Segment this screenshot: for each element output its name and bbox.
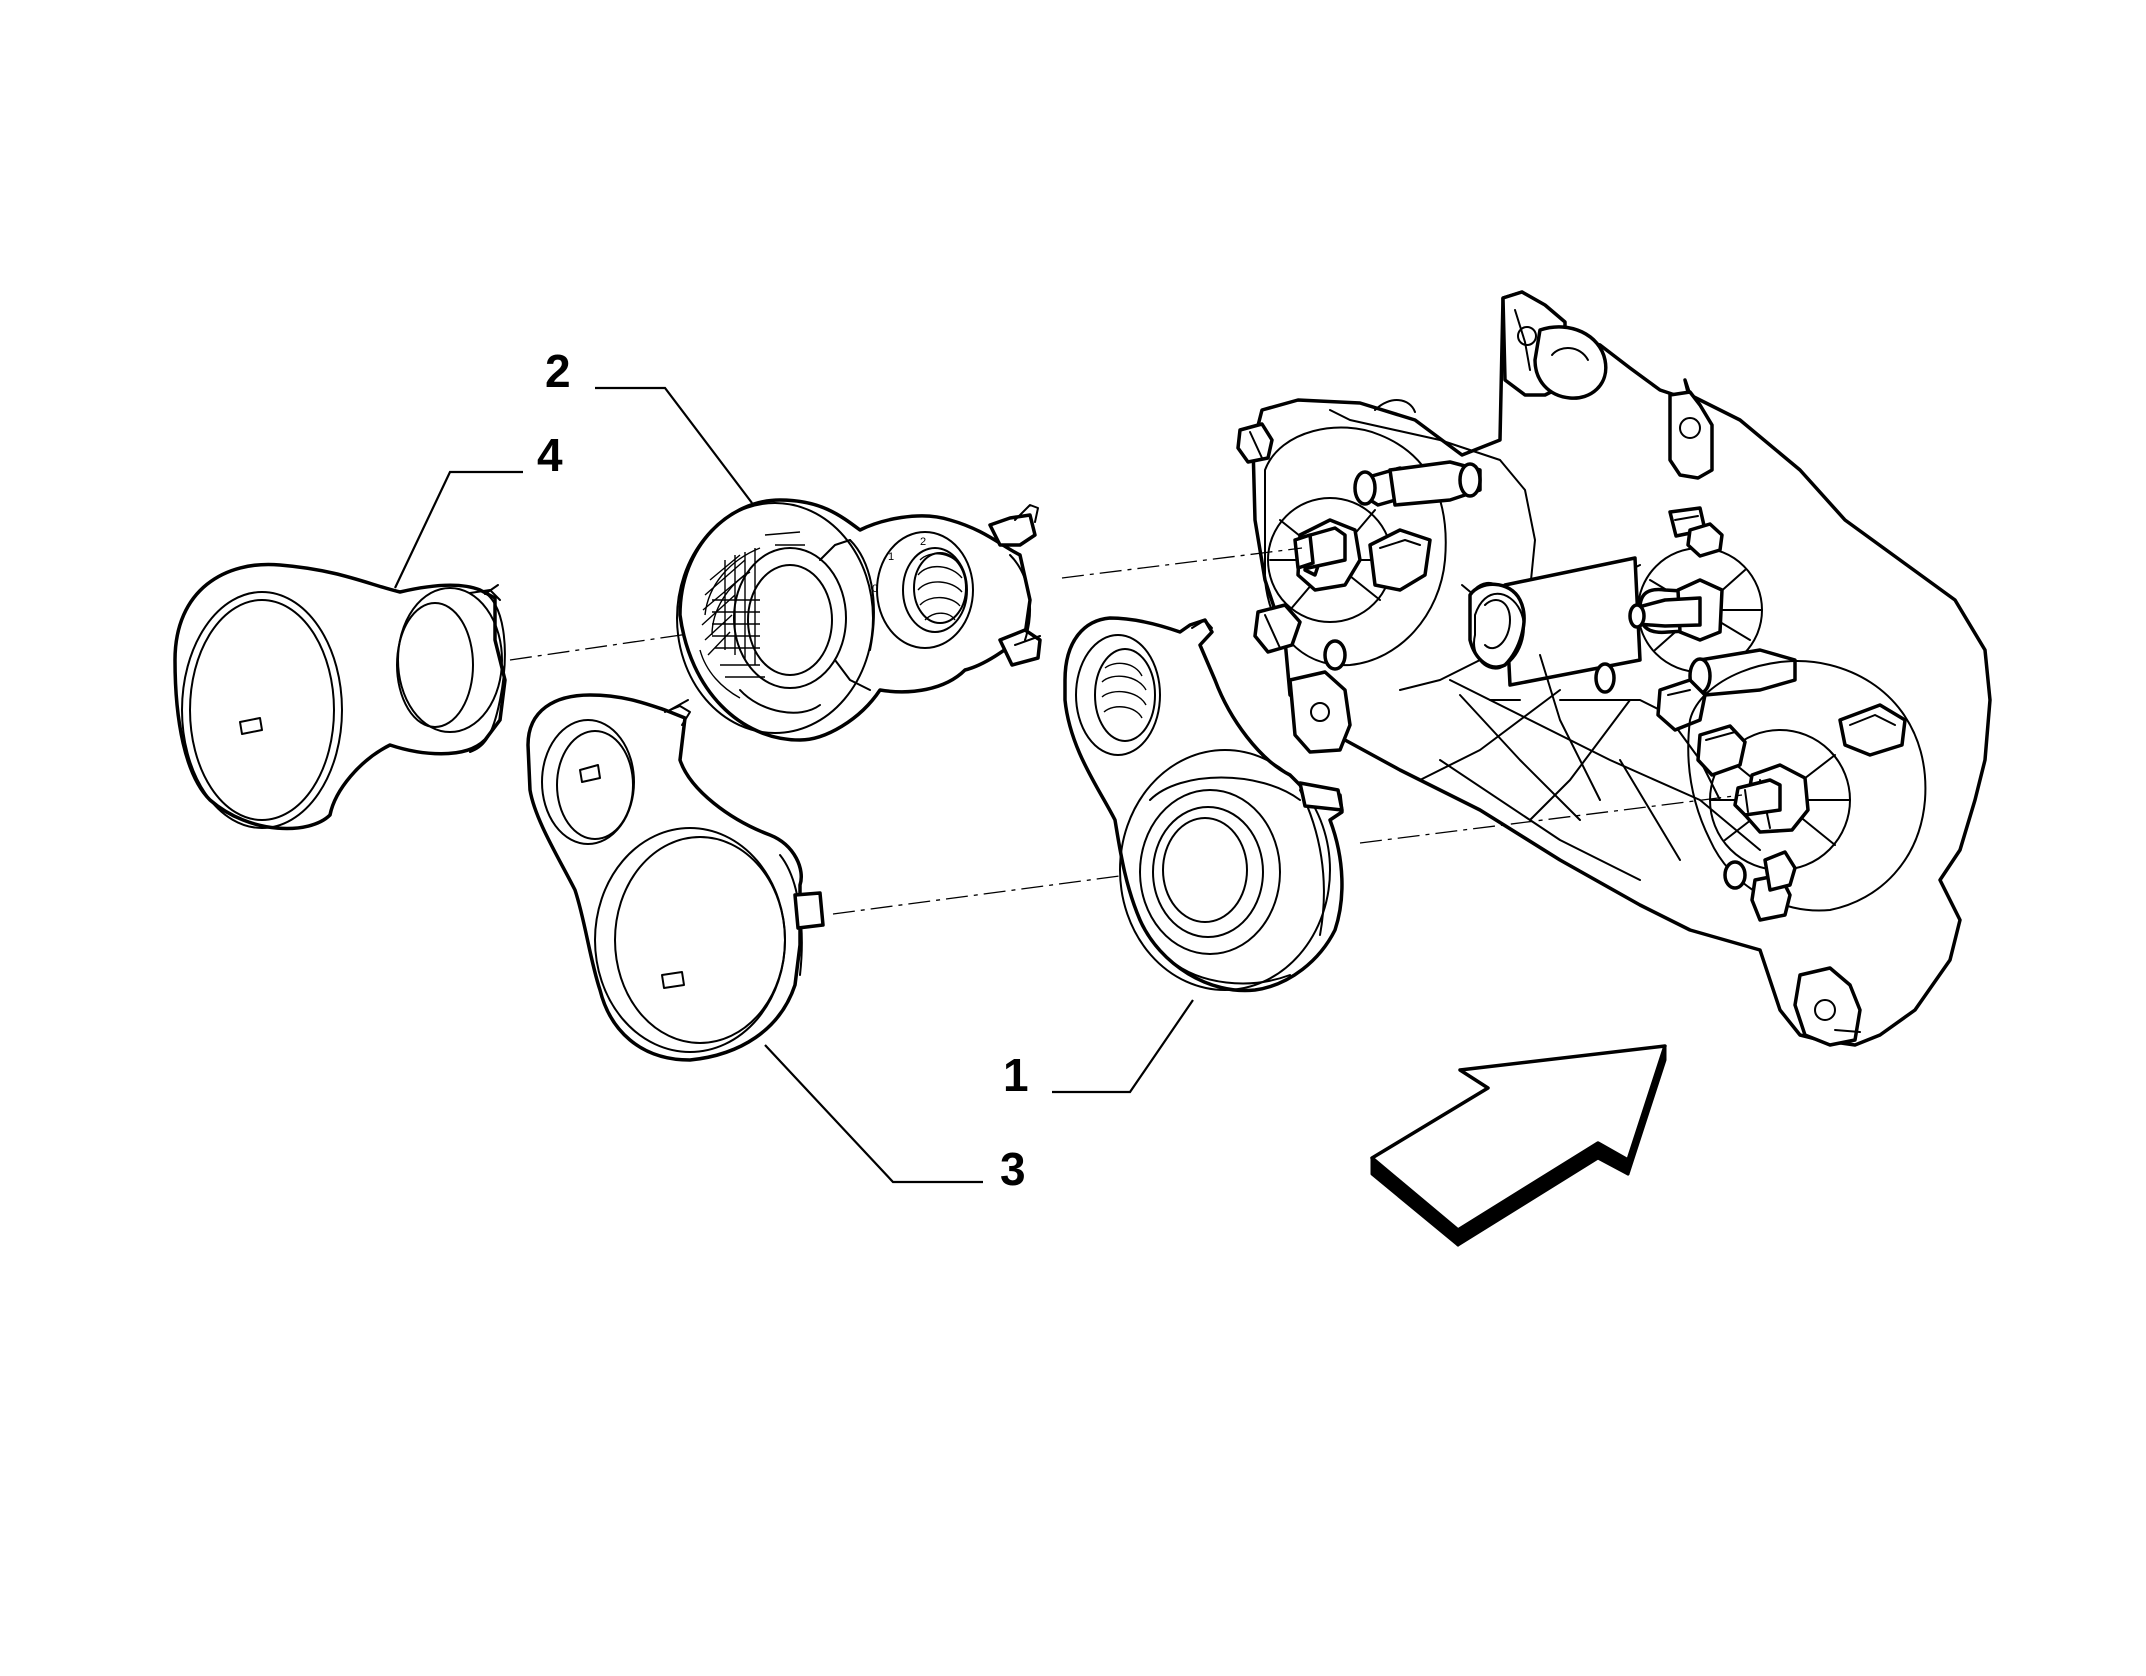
- callout-1: 1: [1003, 1049, 1029, 1101]
- center-shaft: [1628, 596, 1702, 629]
- dial-mark-2: 2: [920, 536, 926, 548]
- lower-shaft: [1733, 778, 1782, 817]
- callout-4: 4: [537, 429, 563, 481]
- callout-2: 2: [545, 345, 571, 397]
- part-2-dial-panel: 0 1 2: [676, 498, 1042, 742]
- dial-mark-1: 1: [888, 551, 894, 563]
- part-3-bezel: [526, 693, 825, 1062]
- dial-rib-pattern: [699, 531, 805, 699]
- control-housing: [1236, 290, 1992, 1047]
- direction-arrow-icon: [1370, 1044, 1667, 1247]
- part-4-bezel: [173, 562, 507, 831]
- upper-shaft: [1293, 526, 1347, 570]
- dial-mark-0: 0: [872, 583, 878, 595]
- callout-3: 3: [1000, 1143, 1026, 1195]
- part-1-bezel: [1063, 616, 1344, 993]
- leader-lines: [394, 386, 1194, 1184]
